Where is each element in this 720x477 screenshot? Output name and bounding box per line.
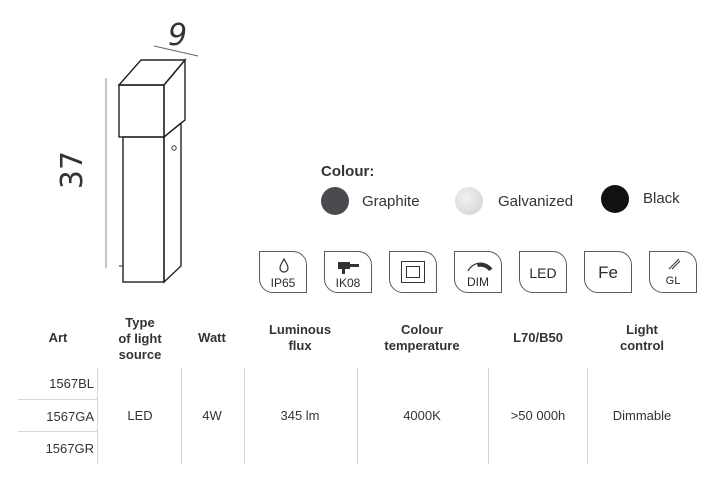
ik08-icon: IK08 xyxy=(324,251,372,293)
colour-label-black: Black xyxy=(643,190,680,207)
header-flux: Luminous flux xyxy=(268,322,332,353)
dim-label: DIM xyxy=(467,275,489,289)
swatch-galvanized xyxy=(455,187,483,215)
table-cell-control: Dimmable xyxy=(612,408,672,423)
ip65-label: IP65 xyxy=(270,276,296,290)
swatch-graphite xyxy=(321,187,349,215)
height-dimension-label: 37 xyxy=(55,150,90,190)
header-temp: Colour temperature xyxy=(384,322,460,353)
table-row-divider xyxy=(18,399,97,400)
header-watt: Watt xyxy=(198,330,226,345)
ik08-label: IK08 xyxy=(335,276,361,290)
dim-icon: DIM xyxy=(454,251,502,293)
table-divider xyxy=(244,368,245,464)
fe-icon: Fe xyxy=(584,251,632,293)
table-cell-art: 1567GR xyxy=(45,441,94,456)
table-cell-flux: 345 lm xyxy=(280,408,320,423)
product-drawing xyxy=(105,45,199,284)
table-cell-art: 1567GA xyxy=(46,409,94,424)
class-ii-icon xyxy=(389,251,437,293)
gl-icon: GL xyxy=(649,251,697,293)
table-divider xyxy=(181,368,182,464)
swatch-black xyxy=(601,185,629,213)
width-dimension-label: 9 xyxy=(168,18,188,53)
colour-label-galvanized: Galvanized xyxy=(498,193,574,210)
width-dimension-line xyxy=(153,45,199,57)
table-cell-art: 1567BL xyxy=(49,376,94,391)
table-cell-watt: 4W xyxy=(202,408,222,423)
header-type: Type of light source xyxy=(118,315,162,362)
table-cell-type: LED xyxy=(127,408,153,423)
header-art: Art xyxy=(48,330,68,345)
table-divider xyxy=(357,368,358,464)
table-row-divider xyxy=(18,431,97,432)
header-life: L70/B50 xyxy=(513,330,563,345)
table-divider xyxy=(97,368,98,464)
table-divider xyxy=(488,368,489,464)
led-label: LED xyxy=(529,265,557,281)
colour-title: Colour: xyxy=(321,163,375,180)
table-cell-temp: 4000K xyxy=(403,408,441,423)
ip65-icon: IP65 xyxy=(259,251,307,293)
fe-label: Fe xyxy=(598,263,618,282)
table-cell-life: >50 000h xyxy=(510,408,566,423)
led-icon: LED xyxy=(519,251,567,293)
table-divider xyxy=(587,368,588,464)
gl-label: GL xyxy=(665,275,681,287)
colour-label-graphite: Graphite xyxy=(362,193,420,210)
header-control: Light control xyxy=(619,322,665,353)
